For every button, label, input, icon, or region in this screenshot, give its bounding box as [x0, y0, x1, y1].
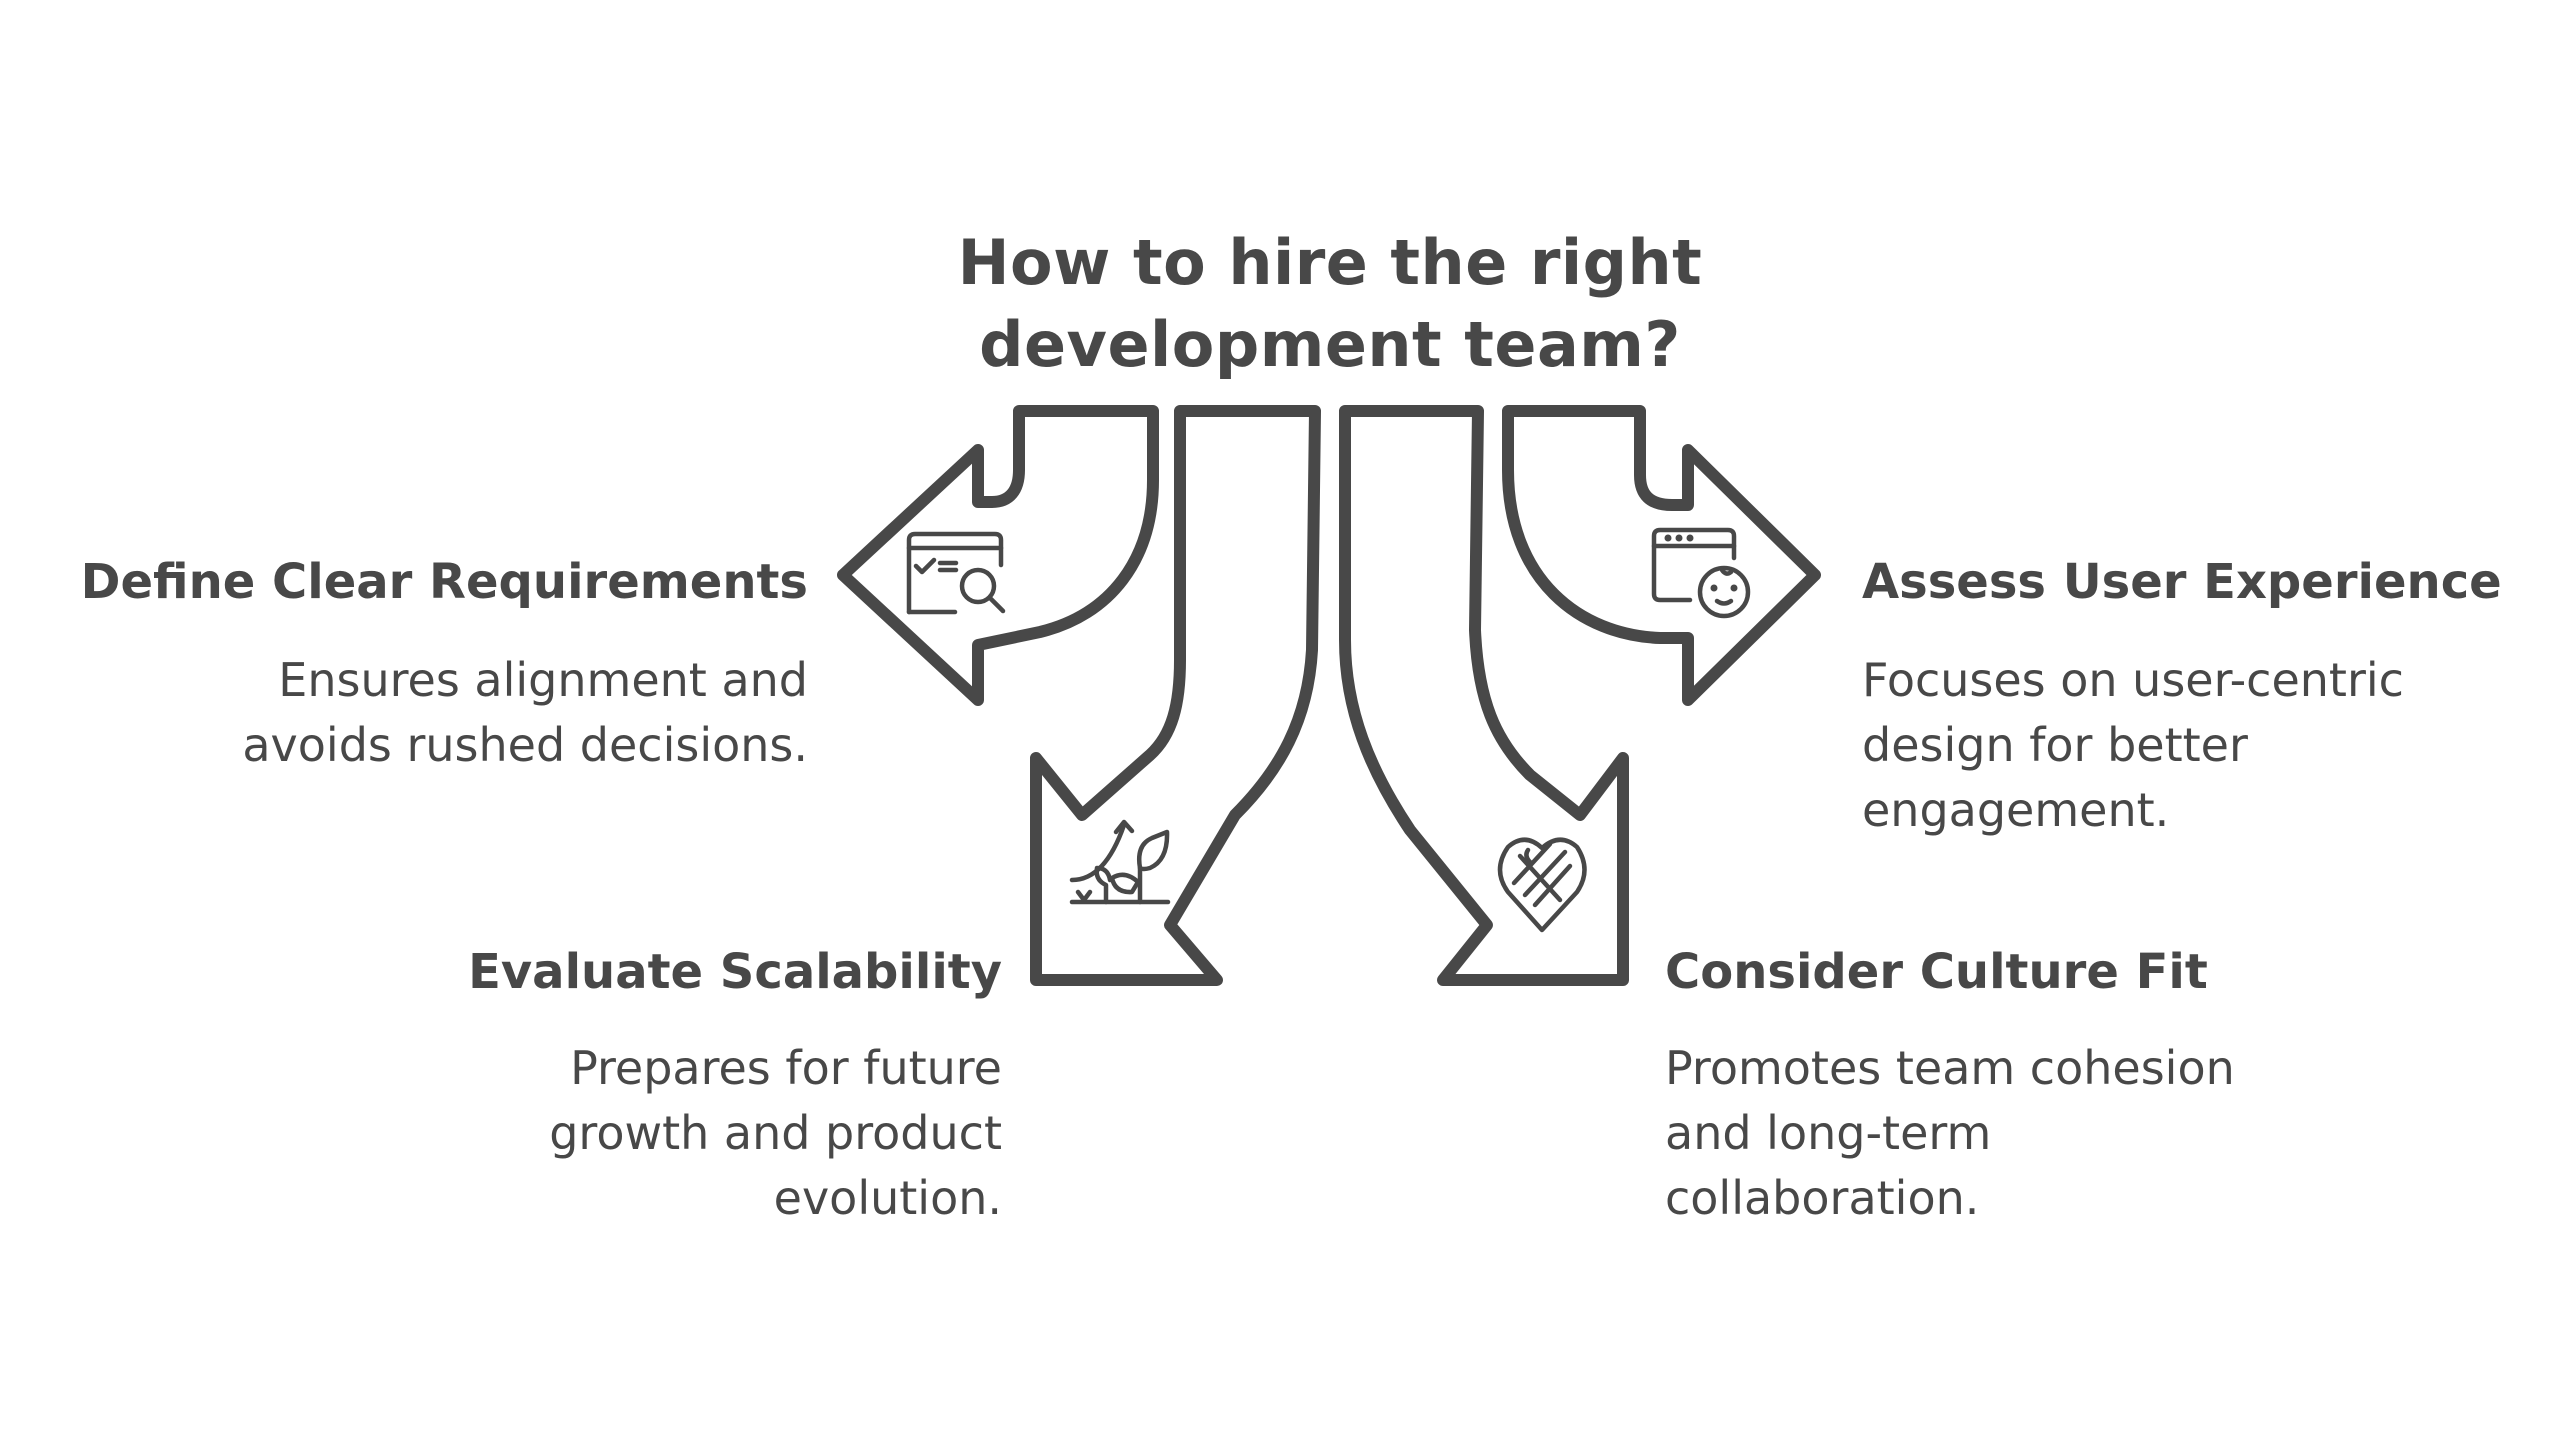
arrow-down-right-culture-fit: [1339, 405, 1629, 986]
branch-description-evaluate-scalability: Prepares for future growth and product e…: [549, 1041, 1002, 1225]
title-line-1: How to hire the right: [957, 226, 1703, 299]
branch-heading-culture-fit: Consider Culture Fit: [1665, 944, 2208, 1000]
arrow-left-define-requirements: [837, 405, 1159, 706]
branch-description-assess-ux: Focuses on user-centric design for bette…: [1862, 653, 2404, 837]
title-line-2: development team?: [979, 308, 1681, 381]
branch-heading-define-requirements: Define Clear Requirements: [80, 554, 808, 610]
growth-plant-icon: [1069, 819, 1171, 905]
branch-heading-evaluate-scalability: Evaluate Scalability: [468, 944, 1002, 1000]
arrow-down-left-evaluate-scalability: [1030, 405, 1321, 986]
branch-description-define-requirements: Ensures alignment and avoids rushed deci…: [242, 653, 808, 772]
branch-heading-assess-ux: Assess User Experience: [1862, 554, 2502, 610]
arrow-right-assess-ux: [1502, 405, 1821, 706]
woven-heart-icon: [1497, 837, 1587, 933]
document-search-icon: [906, 531, 1006, 615]
branch-description-culture-fit: Promotes team cohesion and long-term col…: [1665, 1041, 2235, 1225]
diagram-title: How to hire the right development team?: [880, 222, 1780, 386]
browser-smiley-icon: [1651, 527, 1751, 619]
